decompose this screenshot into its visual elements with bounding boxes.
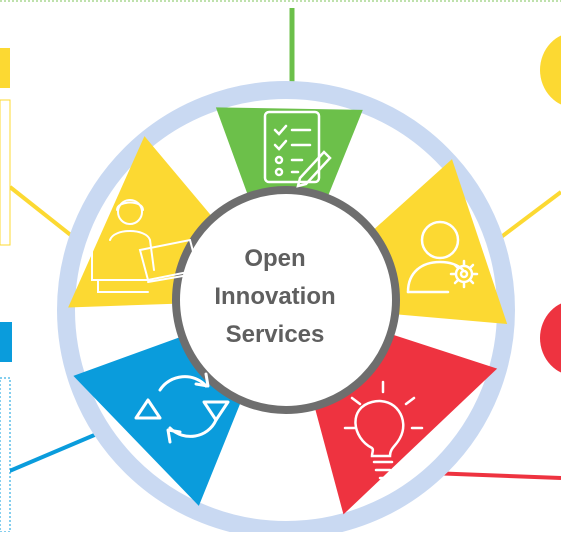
hub-circle <box>172 186 400 414</box>
user-settings-icon <box>406 220 479 294</box>
hub-title-line-2: Innovation <box>214 283 336 310</box>
side-tab-yellow <box>0 48 10 88</box>
hub-title-line-1: Open <box>244 245 306 272</box>
hub-title: Open Innovation Services <box>200 240 350 354</box>
segment-planning <box>215 107 363 208</box>
side-box-blue <box>0 377 11 533</box>
side-circle-yellow <box>540 35 561 105</box>
checklist-icon <box>263 110 332 188</box>
connector-right-red <box>429 471 561 480</box>
side-tab-blue <box>0 322 12 362</box>
side-circle-red <box>540 303 561 373</box>
lightbulb-icon <box>343 380 424 480</box>
cycle-arrows-icon <box>134 372 230 444</box>
segment-iteration <box>73 334 245 506</box>
person-laptop-icon <box>91 199 207 293</box>
side-box-yellow <box>0 99 11 246</box>
hub-title-line-3: Services <box>225 321 325 348</box>
